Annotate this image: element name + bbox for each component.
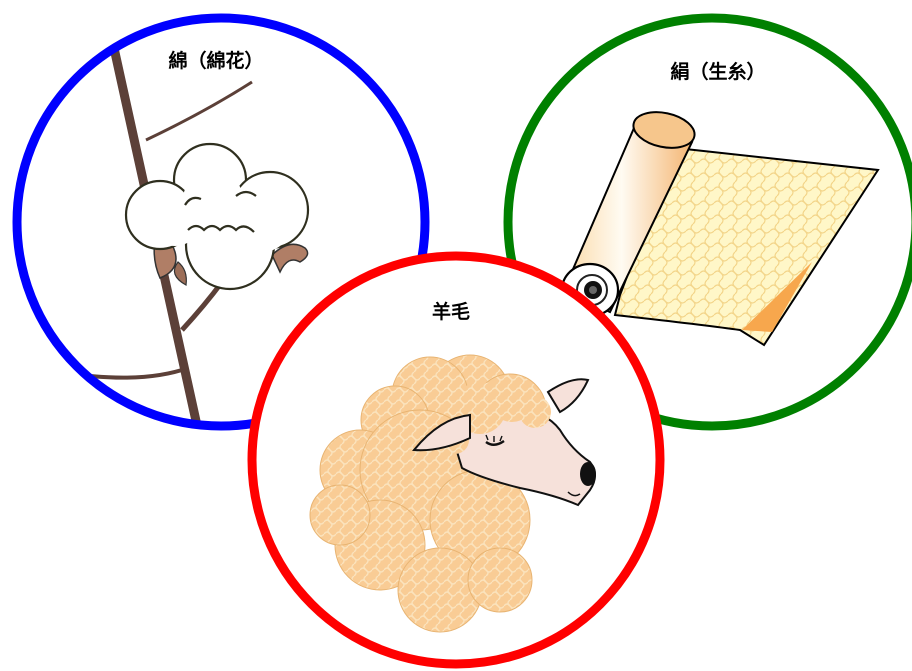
wool-ring — [247, 251, 665, 669]
wool-label: 羊毛 — [432, 300, 470, 323]
wool-group — [247, 251, 665, 669]
cotton-label: 綿（綿花） — [168, 49, 263, 72]
cotton-boll-icon — [59, 43, 310, 426]
silk-fabric-roll-icon — [560, 111, 880, 347]
cotton-ring — [12, 13, 430, 431]
silk-ring — [503, 13, 912, 431]
silk-label: 絹（生糸） — [670, 60, 765, 83]
sheep-icon — [309, 354, 596, 633]
cotton-group — [12, 13, 430, 431]
